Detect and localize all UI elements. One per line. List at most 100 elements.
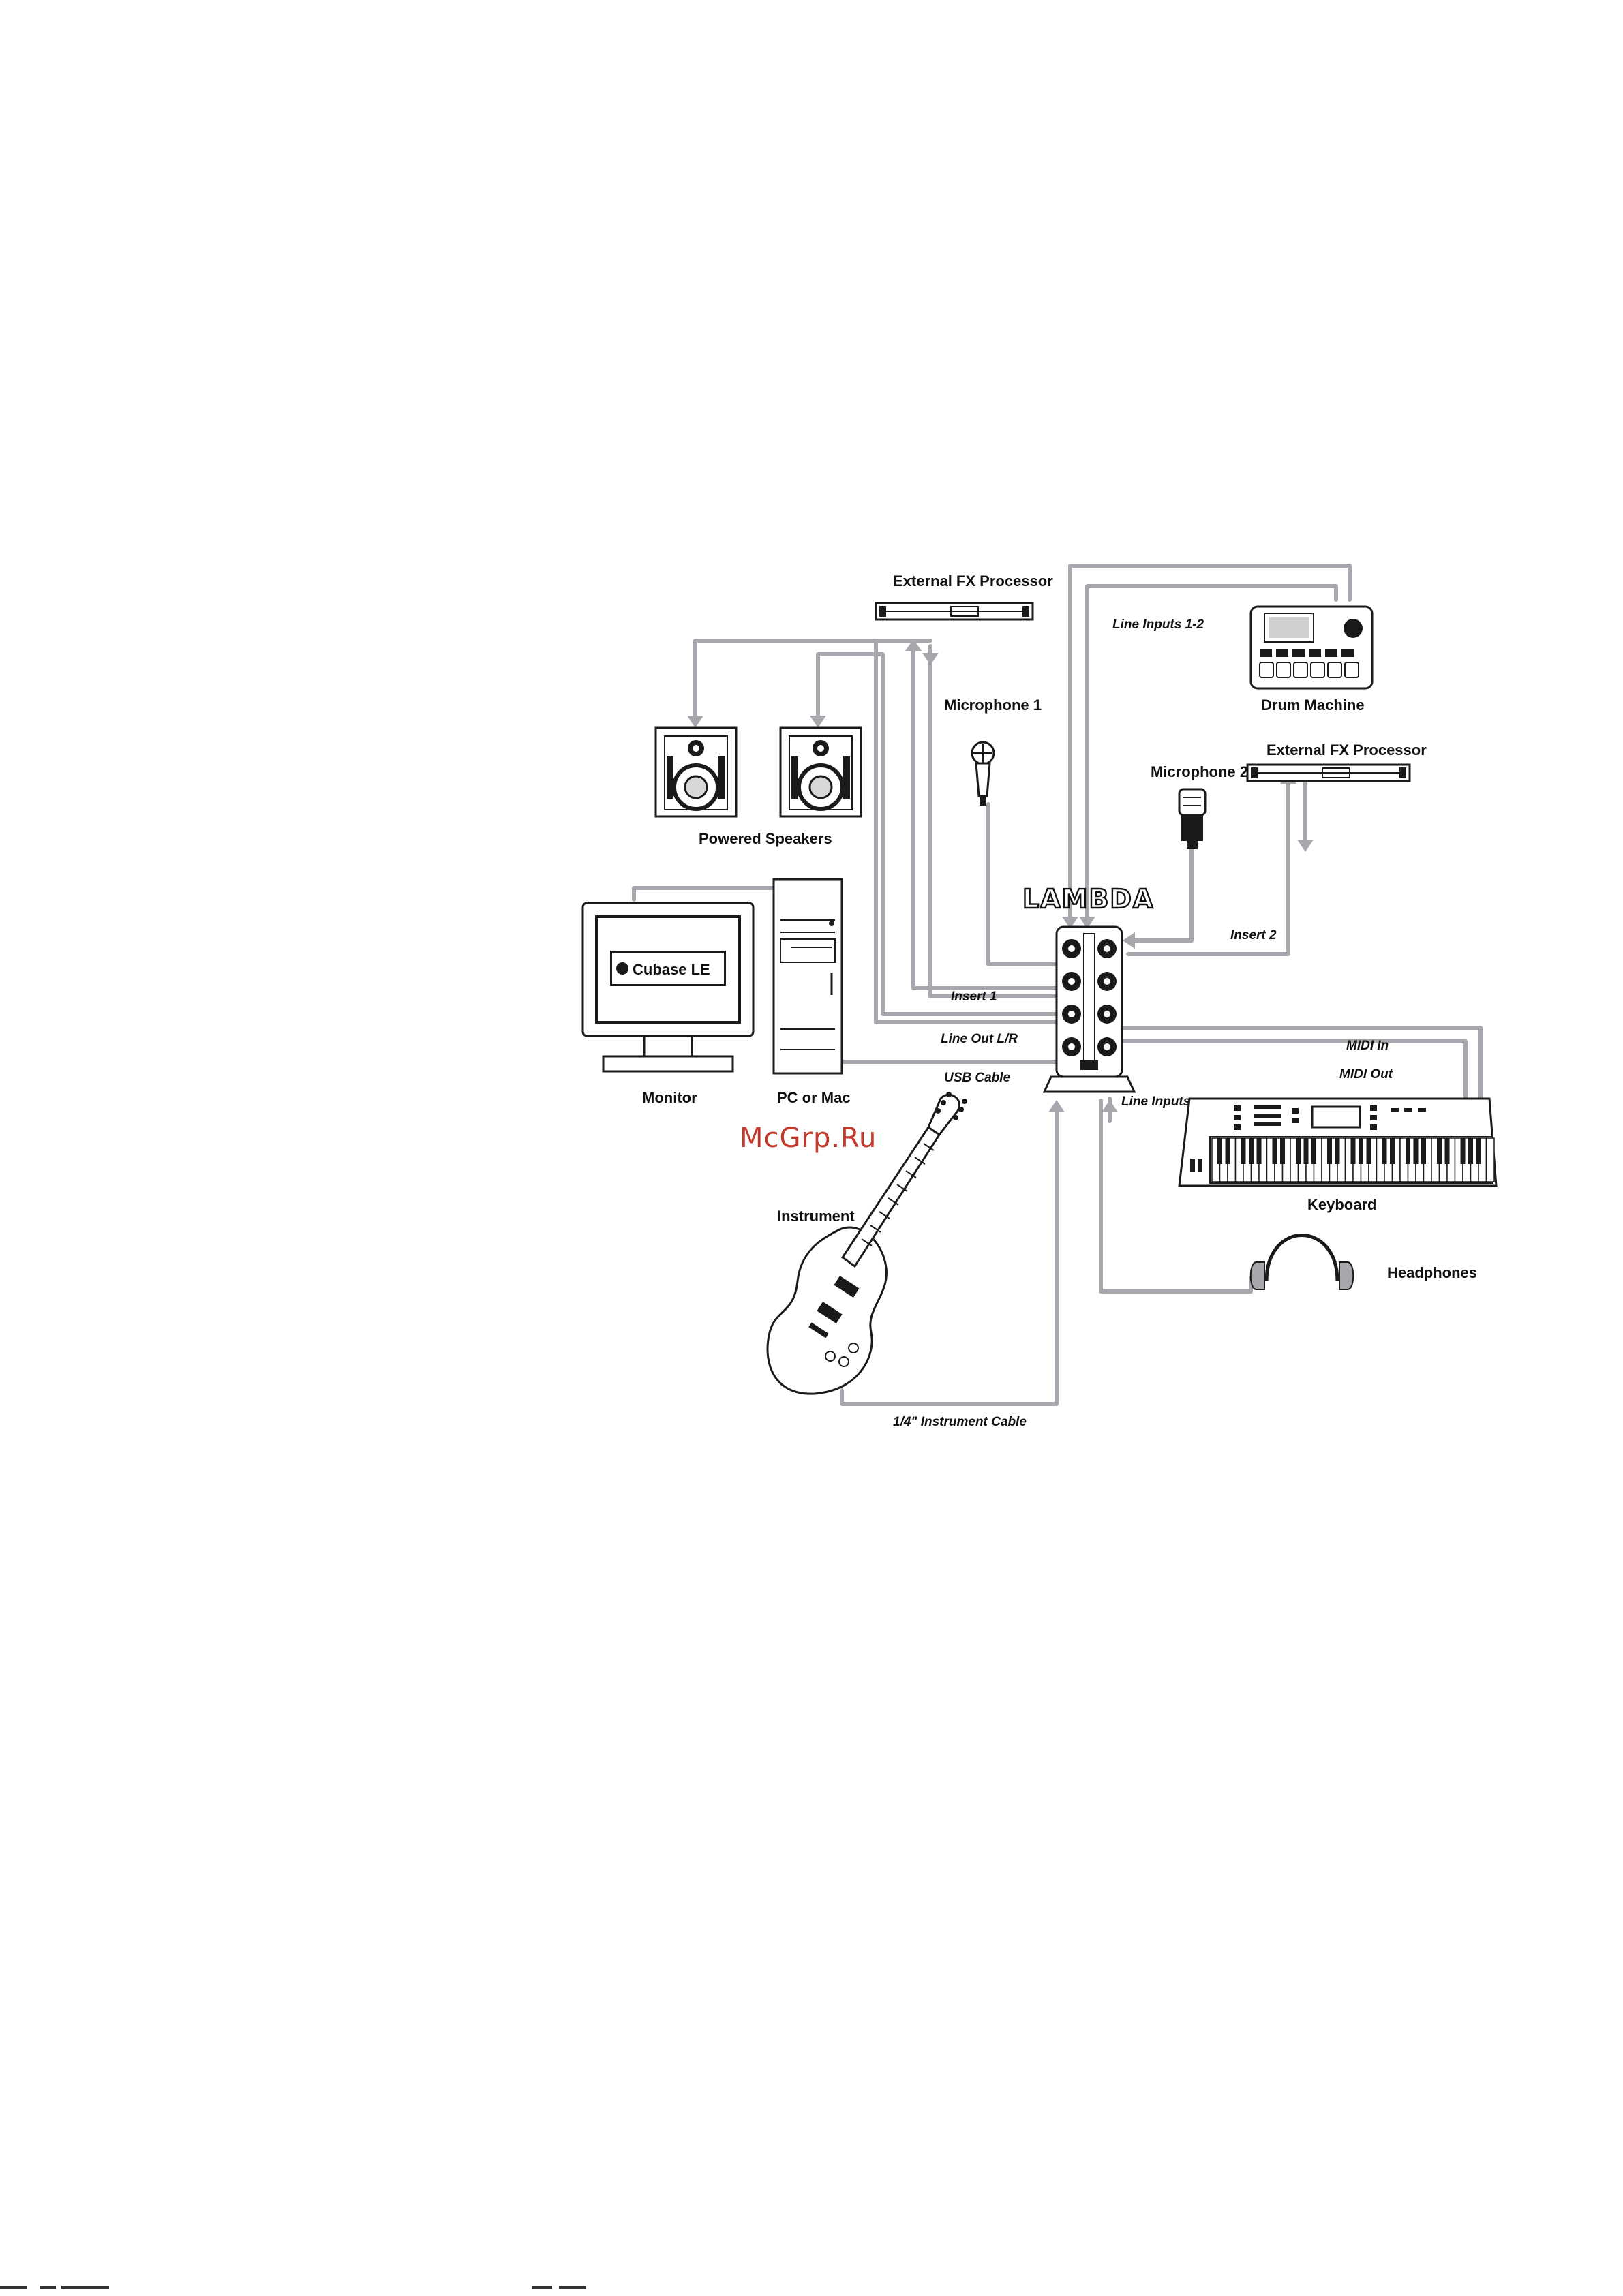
- fx-top-ear-left: [879, 606, 886, 617]
- fx-right-ear-right: [1399, 767, 1406, 778]
- black-key: [1249, 1138, 1254, 1164]
- headphones-band: [1266, 1236, 1337, 1282]
- insert-1-label: Insert 1: [951, 990, 997, 1004]
- black-key: [1273, 1138, 1277, 1164]
- black-key: [1390, 1138, 1395, 1164]
- pc-label: PC or Mac: [777, 1089, 851, 1106]
- arrow-fx-right-out: [1297, 840, 1314, 852]
- speaker-right-tweeter-dome: [817, 745, 824, 752]
- cubase-logo-text: Cubase LE: [633, 961, 710, 978]
- speaker-left-tweeter-dome: [693, 745, 699, 752]
- fx-top-label: External FX Processor: [893, 572, 1053, 590]
- mic-2-head: [1179, 789, 1205, 815]
- black-key: [1226, 1138, 1230, 1164]
- drum-machine-label: Drum Machine: [1261, 697, 1365, 714]
- pc-power-led: [829, 921, 834, 926]
- black-key: [1311, 1138, 1316, 1164]
- black-key: [1437, 1138, 1442, 1164]
- arrow-speaker-left: [687, 716, 703, 728]
- black-key: [1280, 1138, 1285, 1164]
- black-key: [1257, 1138, 1262, 1164]
- usb-cable-label: USB Cable: [944, 1071, 1011, 1085]
- black-key: [1421, 1138, 1426, 1164]
- insert-2-label: Insert 2: [1230, 928, 1277, 943]
- headphones: [1251, 1236, 1354, 1290]
- mic-1-body: [976, 763, 990, 796]
- black-key: [1327, 1138, 1332, 1164]
- drum-machine-knob: [1344, 619, 1363, 638]
- powered-speakers-label: Powered Speakers: [699, 830, 832, 847]
- cable-speaker-left: [695, 641, 930, 721]
- lambda-interface: [1044, 927, 1134, 1092]
- microphone-1-label: Microphone 1: [944, 697, 1042, 714]
- midi-out-label: MIDI Out: [1339, 1067, 1393, 1082]
- speaker-right-port-r: [843, 756, 850, 799]
- fx-top-ear-right: [1022, 606, 1029, 617]
- black-key: [1359, 1138, 1363, 1164]
- headphones-cup-left: [1251, 1262, 1264, 1289]
- drum-machine-screen-fill: [1269, 617, 1309, 638]
- mic-2-body: [1181, 815, 1203, 841]
- monitor-neck: [644, 1036, 692, 1056]
- arrow-lambda-instrument: [1048, 1100, 1065, 1112]
- black-key: [1304, 1138, 1309, 1164]
- keyboard: [1179, 1099, 1496, 1186]
- line-inputs-label: Line Inputs: [1121, 1095, 1190, 1109]
- cable-monitor-pc: [634, 888, 774, 900]
- headphones-label: Headphones: [1387, 1264, 1477, 1281]
- microphone-2: [1179, 789, 1205, 849]
- lambda-base: [1044, 1077, 1134, 1092]
- cubase-icon: [616, 962, 628, 975]
- instrument-cable-label: 1/4" Instrument Cable: [893, 1415, 1027, 1429]
- microphone-2-label: Microphone 2: [1151, 763, 1248, 780]
- black-key: [1351, 1138, 1356, 1164]
- black-key: [1367, 1138, 1371, 1164]
- mic-2-connector: [1187, 841, 1198, 849]
- arrow-lambda-keyboard: [1102, 1100, 1118, 1112]
- black-key: [1445, 1138, 1450, 1164]
- black-key: [1406, 1138, 1410, 1164]
- powered-speaker-left: [656, 728, 736, 816]
- black-key: [1476, 1138, 1481, 1164]
- arrow-speaker-right: [810, 716, 826, 728]
- fx-processor-right: [1247, 765, 1410, 781]
- speaker-right-cone: [810, 776, 832, 798]
- drum-machine: [1251, 607, 1372, 688]
- speaker-left-cone: [685, 776, 707, 798]
- lambda-nameplate: [1080, 1060, 1098, 1070]
- monitor-stand: [603, 1056, 733, 1071]
- speaker-right-port-l: [791, 756, 798, 799]
- black-key: [1468, 1138, 1473, 1164]
- speaker-left-port-l: [667, 756, 673, 799]
- black-key: [1461, 1138, 1466, 1164]
- black-key: [1414, 1138, 1419, 1164]
- black-key: [1335, 1138, 1340, 1164]
- fx-processor-top: [876, 603, 1033, 619]
- instrument-label: Instrument: [777, 1208, 855, 1225]
- keyboard-label: Keyboard: [1307, 1196, 1376, 1213]
- monitor: Cubase LE: [583, 903, 753, 1071]
- fx-right-label: External FX Processor: [1266, 741, 1427, 759]
- black-key: [1382, 1138, 1387, 1164]
- black-key: [1217, 1138, 1222, 1164]
- footer-scan-marks: [0, 2286, 586, 2289]
- line-out-label: Line Out L/R: [941, 1032, 1018, 1046]
- lambda-brand-logo: LAMBDA: [1022, 884, 1154, 914]
- black-key: [1296, 1138, 1301, 1164]
- arrow-lambda-mic-2: [1123, 932, 1135, 949]
- black-key: [1241, 1138, 1246, 1164]
- midi-in-label: MIDI In: [1346, 1039, 1389, 1053]
- fx-right-ear-left: [1251, 767, 1258, 778]
- speaker-left-port-r: [718, 756, 725, 799]
- white-key: [1487, 1138, 1495, 1182]
- headphones-cup-right: [1339, 1262, 1353, 1289]
- watermark: McGrp.Ru: [740, 1122, 877, 1154]
- mic-1-connector: [980, 796, 986, 806]
- microphone-1: [972, 742, 994, 806]
- cable-midi-out: [1118, 1041, 1466, 1099]
- cable-midi-in: [1118, 1028, 1481, 1099]
- line-inputs-1-2-label: Line Inputs 1-2: [1112, 617, 1204, 632]
- powered-speaker-right: [780, 728, 861, 816]
